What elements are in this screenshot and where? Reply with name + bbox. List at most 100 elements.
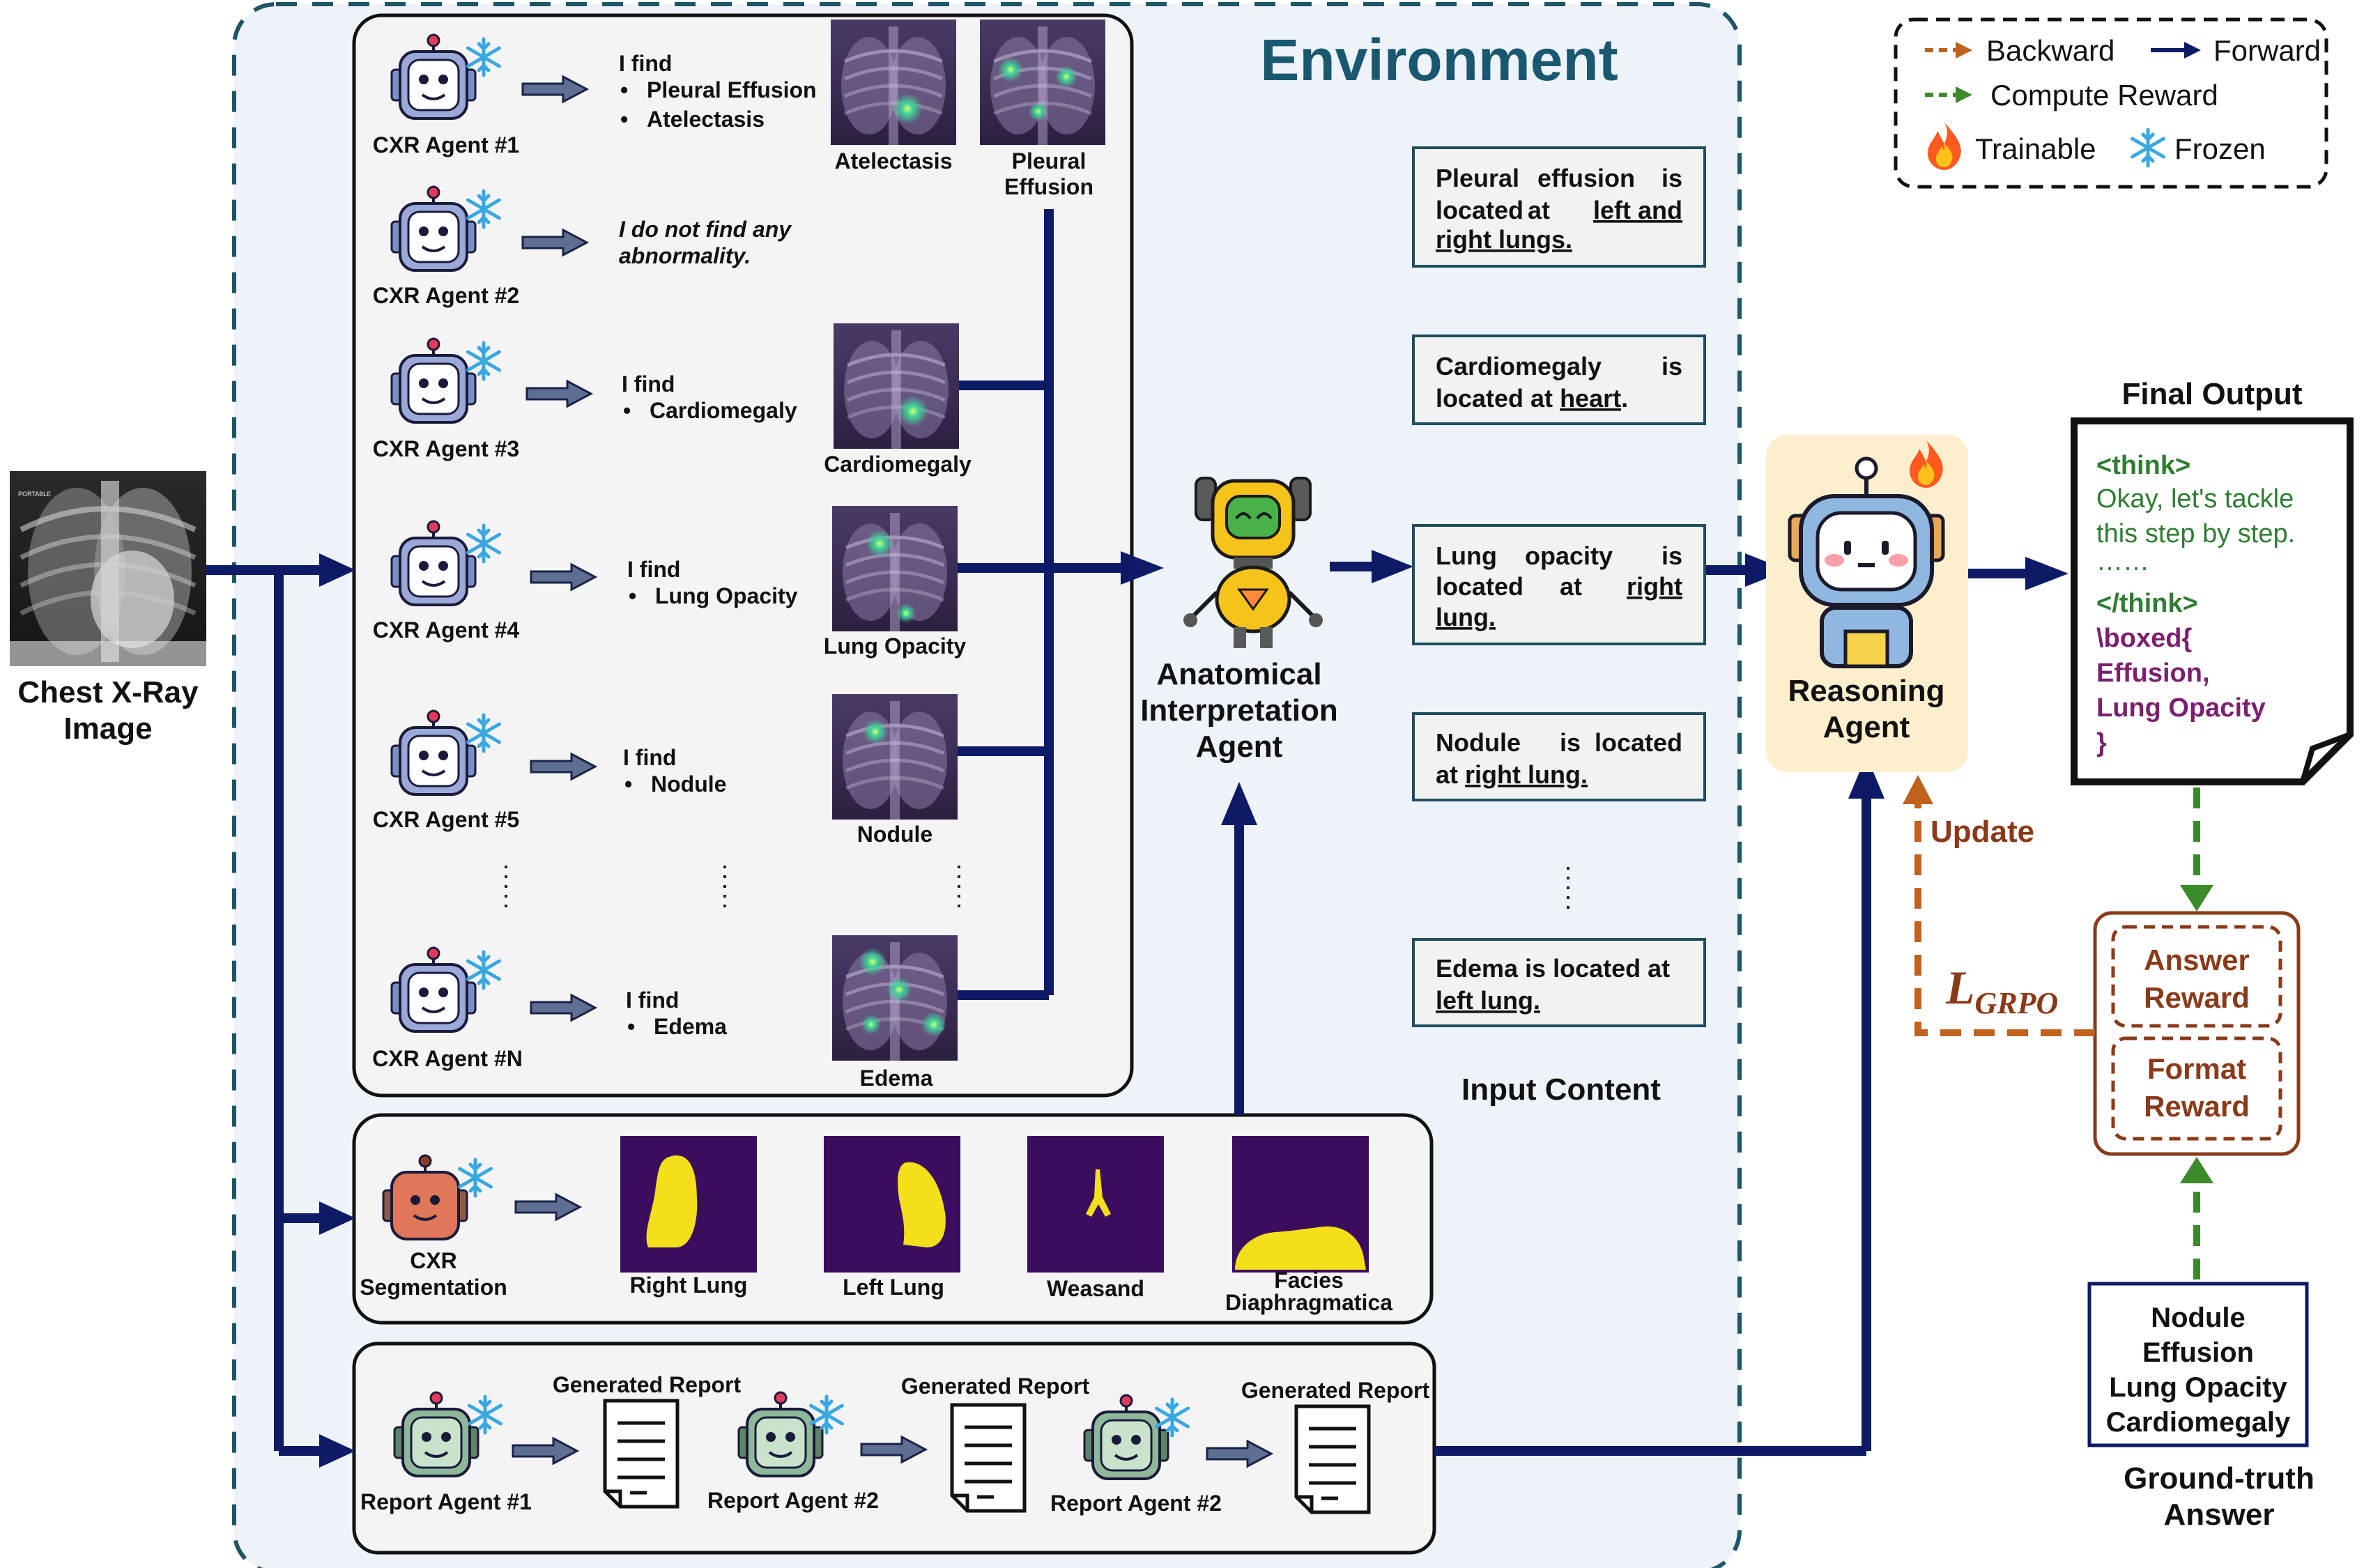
ic4-w1: Nodule — [1436, 728, 1521, 757]
ground-truth-item-1: Nodule — [2151, 1302, 2246, 1333]
heatmap-edema-label: Edema — [860, 1066, 933, 1091]
legend-backward-arrow — [1925, 42, 1972, 59]
heatmap-cardiomegaly — [834, 323, 959, 449]
input-content-box-1 — [1412, 146, 1706, 268]
agent-3-item-1: Cardiomegaly — [650, 398, 797, 423]
ic2-w3: located at — [1436, 384, 1560, 413]
ground-truth-label-2: Answer — [2164, 1498, 2275, 1532]
mask-weasand-label: Weasand — [1047, 1276, 1144, 1301]
legend-compute-reward-label: Compute Reward — [1990, 79, 2218, 112]
environment-title: Environment — [1260, 27, 1618, 93]
answer-reward-box — [2111, 925, 2282, 1028]
answer-reward-label-2: Reward — [2144, 981, 2250, 1014]
backward-arrowhead — [1903, 775, 1933, 804]
answer-reward-label-1: Answer — [2144, 944, 2250, 976]
segmentation-agent-label-1: CXR — [410, 1248, 457, 1273]
forward-flow-lines — [206, 209, 2028, 1456]
report-agent-3-label: Report Agent #2 — [1050, 1491, 1222, 1516]
format-reward-label-2: Reward — [2144, 1090, 2250, 1123]
reasoning-agent-icon — [1788, 456, 1945, 668]
agent-3-find: I find — [622, 371, 675, 397]
ic4-w4: at — [1436, 760, 1465, 789]
generated-report-label-2: Generated Report — [901, 1374, 1090, 1399]
answer-1: Effusion, — [2096, 659, 2210, 688]
agent-5-find: I find — [623, 745, 676, 770]
agent-1-find: I find — [619, 51, 672, 76]
ic1-w1: Pleural — [1436, 164, 1519, 192]
ground-truth-label-1: Ground-truth — [2124, 1461, 2315, 1496]
bullet-dot: • — [629, 583, 636, 608]
legend-backward-label: Backward — [1986, 34, 2114, 67]
ground-truth-item-2: Effusion — [2142, 1337, 2254, 1368]
generated-report-label-3: Generated Report — [1241, 1378, 1430, 1403]
input-content-heading: Input Content — [1461, 1073, 1661, 1107]
agent-n-find: I find — [626, 987, 679, 1013]
think-close: </think> — [2096, 589, 2198, 618]
input-content-box-3 — [1412, 524, 1706, 645]
boxed-open: \boxed{ — [2096, 624, 2192, 653]
heatmap-nodule-label: Nodule — [857, 822, 932, 847]
ic2-line2: located at heart. — [1436, 384, 1628, 413]
heatmap-cardiomegaly-label: Cardiomegaly — [824, 452, 972, 477]
cxr-agent-5-label: CXR Agent #5 — [373, 807, 519, 832]
ic2-w1: Cardiomegaly — [1436, 352, 1602, 381]
ic4-line2: at right lung. — [1436, 760, 1588, 789]
compute-reward-arrowhead — [2180, 1157, 2213, 1183]
final-output-page-fold — [2300, 732, 2351, 783]
input-content-box-4 — [1412, 712, 1706, 801]
ic4-w2: is — [1560, 728, 1581, 757]
report-document-icon — [1296, 1406, 1369, 1512]
think-open: <think> — [2096, 451, 2190, 480]
ic1-w2: effusion — [1537, 164, 1635, 192]
ic1-w5: at — [1528, 196, 1550, 224]
mask-facies-label-1: Facies — [1274, 1268, 1344, 1293]
bullet-dot: • — [620, 77, 628, 102]
legend-forward-label: Forward — [2213, 34, 2321, 67]
segmentation-agent-label-2: Segmentation — [360, 1275, 507, 1300]
generated-report-label-1: Generated Report — [553, 1372, 742, 1397]
ic3-w4: located — [1436, 572, 1523, 601]
heatmap-nodule — [832, 694, 958, 820]
ground-truth-box — [2087, 1282, 2309, 1447]
anatomical-agent-label-2: Interpretation — [1140, 693, 1338, 728]
ic4-w3: located — [1595, 728, 1682, 757]
bullet-dot: • — [624, 771, 632, 797]
ic3-w1: Lung — [1436, 541, 1497, 570]
compute-reward-arrowhead — [2180, 885, 2213, 912]
ic1-u1: left and — [1593, 196, 1682, 224]
heatmap-atelectasis — [831, 20, 956, 145]
mask-right-lung — [620, 1136, 757, 1273]
cxr-agent-n-label: CXR Agent #N — [372, 1046, 523, 1071]
answer-2: Lung Opacity — [2096, 693, 2266, 723]
agent-n-item-1: Edema — [654, 1014, 727, 1039]
agent-2-no-find-2: abnormality. — [619, 243, 751, 268]
agent-5-item-1: Nodule — [651, 771, 726, 797]
anatomical-agent-icon — [1183, 477, 1323, 648]
ic3-w3: is — [1661, 541, 1682, 570]
loss-subscript: GRPO — [1975, 986, 2059, 1020]
input-label-line1: Chest X-Ray — [17, 675, 199, 709]
cxr-agent-4-label: CXR Agent #4 — [373, 617, 520, 643]
cxr-agent-1-label: CXR Agent #1 — [373, 132, 519, 157]
bullet-dot: • — [627, 1014, 635, 1039]
mask-left-lung — [824, 1136, 960, 1273]
heatmap-pleural-label-1: Pleural — [1012, 148, 1087, 174]
legend-compute-reward-arrow — [1925, 86, 1972, 103]
final-output-title: Final Output — [2121, 377, 2302, 411]
loss-main: L — [1945, 961, 1975, 1014]
xray-overlay-tag: PORTABLE — [18, 491, 51, 498]
legend-trainable-label: Trainable — [1975, 132, 2096, 165]
legend-box — [1894, 17, 2328, 189]
heatmap-lung-opacity-label: Lung Opacity — [824, 633, 967, 659]
ic3-w5: at — [1560, 572, 1582, 601]
format-reward-label-1: Format — [2147, 1052, 2246, 1085]
think-line-2: this step by step. — [2096, 519, 2295, 548]
bullet-dot: • — [623, 398, 631, 423]
cxr-agent-2-label: CXR Agent #2 — [373, 283, 519, 308]
ic2-end: . — [1621, 384, 1628, 413]
ic2-u1: heart — [1560, 384, 1621, 413]
bullet-dot: • — [620, 107, 628, 132]
agent-4-find: I find — [627, 557, 680, 582]
loss-grpo-label: LGRPO — [1945, 961, 2058, 1020]
mask-facies-label-2: Diaphragmatica — [1225, 1290, 1392, 1315]
